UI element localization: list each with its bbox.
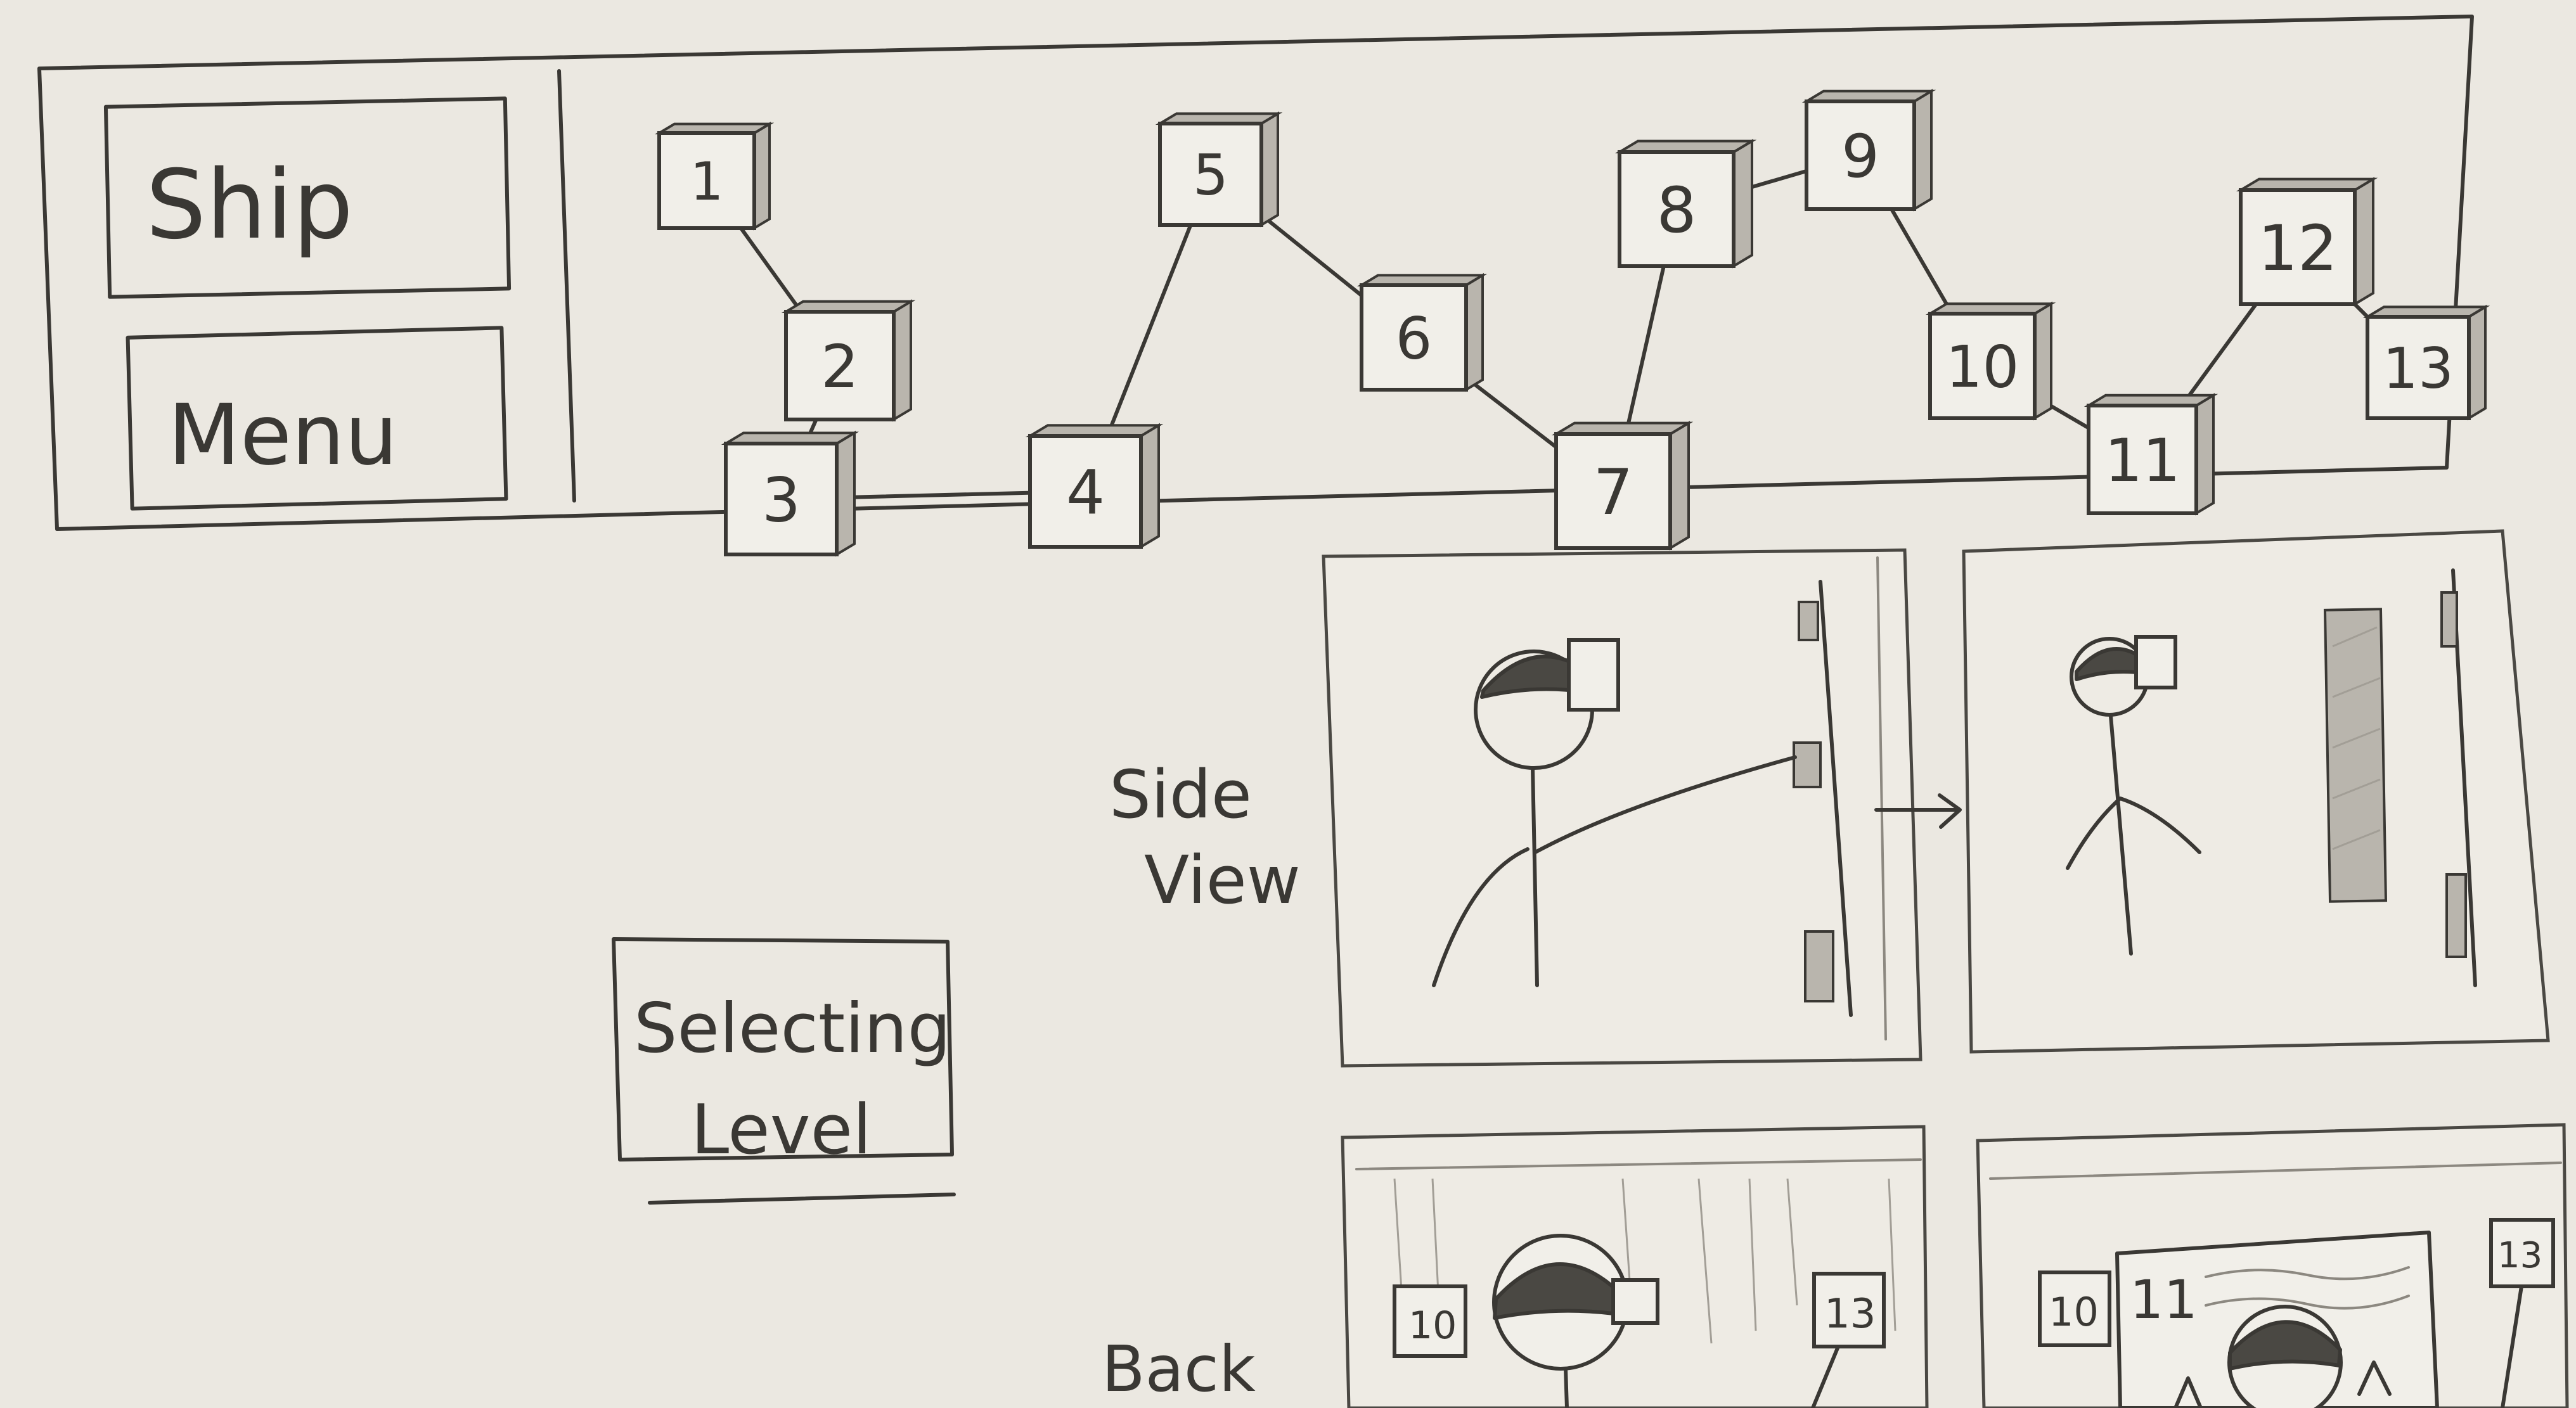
level-node-4[interactable]: 4 xyxy=(1025,423,1164,549)
level-node-3-face xyxy=(724,442,839,556)
level-node-11-face xyxy=(2087,404,2198,515)
menu-button-label: Menu xyxy=(168,387,397,484)
wall-hatching xyxy=(1393,1178,1897,1344)
level-node-12-label: 12 xyxy=(2258,212,2338,285)
level-node-9-face xyxy=(1805,99,1916,211)
level-node-1-depth xyxy=(753,122,771,231)
back-node-10-after: 10 xyxy=(2038,1270,2111,1347)
level-node-13-label: 13 xyxy=(2383,336,2454,401)
level-node-12-face xyxy=(2239,188,2357,306)
back-node-10-after-label: 10 xyxy=(2049,1289,2099,1335)
back-view-panel-before: 10 13 xyxy=(1341,1125,1929,1408)
level-node-8-face xyxy=(1618,150,1736,268)
level-node-10-depth xyxy=(2033,301,2052,421)
level-node-1-label: 1 xyxy=(690,151,724,212)
back-node-13-after-label: 13 xyxy=(2497,1235,2542,1276)
menu-button[interactable]: Menu xyxy=(126,326,508,511)
level-node-9[interactable]: 9 xyxy=(1801,89,1936,212)
side-view-panel-before xyxy=(1322,548,1962,1068)
back-node-13-after: 13 xyxy=(2489,1218,2555,1288)
level-node-2-depth xyxy=(892,299,912,422)
level-node-4-face xyxy=(1028,434,1143,549)
level-node-7-label: 7 xyxy=(1594,456,1633,529)
back-node-13: 13 xyxy=(1812,1272,1886,1348)
level-node-13-face xyxy=(2366,315,2471,420)
level-node-13[interactable]: 13 xyxy=(2362,304,2490,421)
side-view-label-line1: Side xyxy=(1109,756,1252,833)
level-preview-card: 11 xyxy=(2115,1231,2439,1408)
level-node-5-face xyxy=(1158,122,1263,227)
back-view-panel-after: 10 11 13 xyxy=(1976,1123,2569,1408)
level-node-6-label: 6 xyxy=(1396,306,1433,373)
level-node-8-depth xyxy=(1732,139,1753,269)
level-node-8[interactable]: 8 xyxy=(1614,139,1757,269)
level-node-11-label: 11 xyxy=(2104,426,2180,496)
selecting-level-line2: Level xyxy=(691,1091,872,1170)
level-node-2-label: 2 xyxy=(821,333,859,402)
level-node-10-face xyxy=(1928,312,2037,420)
level-node-7-depth xyxy=(1669,421,1690,551)
level-node-8-label: 8 xyxy=(1657,174,1697,247)
ship-button[interactable]: Ship xyxy=(103,96,512,299)
level-node-1[interactable]: 1 xyxy=(654,122,775,231)
selecting-level-line1: Selecting xyxy=(634,989,951,1068)
level-node-2-face xyxy=(784,310,896,421)
level-node-5[interactable]: 5 xyxy=(1155,111,1283,227)
level-node-11[interactable]: 11 xyxy=(2083,393,2219,516)
level-node-6-face xyxy=(1360,283,1468,392)
level-node-9-depth xyxy=(1913,89,1933,212)
ship-button-label: Ship xyxy=(146,150,353,260)
level-node-10[interactable]: 10 xyxy=(1925,301,2056,421)
level-node-6-depth xyxy=(1465,272,1484,392)
back-node-10-label: 10 xyxy=(1408,1303,1457,1348)
level-node-11-depth xyxy=(2195,393,2215,516)
side-view-label-line2: View xyxy=(1144,842,1301,919)
level-node-5-label: 5 xyxy=(1193,143,1228,208)
level-node-4-depth xyxy=(1140,423,1160,549)
level-node-12-depth xyxy=(2354,177,2374,307)
level-node-5-depth xyxy=(1260,111,1279,227)
level-node-3[interactable]: 3 xyxy=(721,430,860,557)
level-node-3-label: 3 xyxy=(762,465,801,536)
level-node-7-face xyxy=(1554,432,1672,550)
level-node-13-depth xyxy=(2468,304,2487,421)
level-node-2[interactable]: 2 xyxy=(781,299,916,422)
selecting-level-box: Selecting Level xyxy=(612,937,956,1205)
level-node-9-label: 9 xyxy=(1841,122,1879,191)
level-preview-card-number: 11 xyxy=(2130,1269,2198,1331)
level-node-12[interactable]: 12 xyxy=(2236,177,2378,307)
level-node-1-face xyxy=(657,131,756,230)
level-node-10-label: 10 xyxy=(1946,335,2019,401)
wall-hatching xyxy=(2332,626,2381,850)
back-node-13-label: 13 xyxy=(1824,1291,1876,1338)
back-view-label: Back xyxy=(1102,1332,1256,1406)
level-node-6[interactable]: 6 xyxy=(1356,272,1488,392)
level-node-3-depth xyxy=(835,430,856,557)
level-node-4-label: 4 xyxy=(1066,458,1105,528)
side-view-panel-after xyxy=(1962,529,2550,1054)
level-node-7[interactable]: 7 xyxy=(1551,421,1694,551)
back-node-10: 10 xyxy=(1393,1284,1467,1358)
